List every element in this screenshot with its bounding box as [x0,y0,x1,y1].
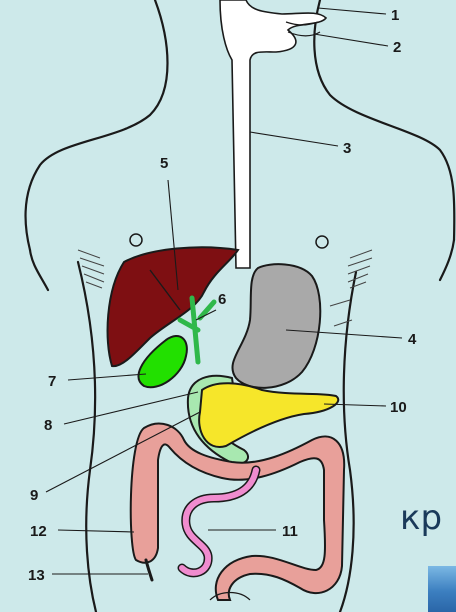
label-8: 8 [44,417,52,434]
label-4: 4 [408,331,417,348]
label-1: 1 [391,7,399,24]
label-10: 10 [390,399,407,416]
slide-decoration-stripe [428,566,456,612]
label-6: 6 [218,291,226,308]
label-12: 12 [30,523,47,540]
label-3: 3 [343,140,351,157]
label-13: 13 [28,567,45,584]
cropped-caption-text: кр [400,498,442,538]
left-nipple-mark [130,234,142,246]
gallbladder-shape [139,336,187,387]
leader-line-8 [64,392,198,424]
label-5: 5 [160,155,168,172]
esophagus-shape [220,0,326,268]
stomach-shape [232,264,320,388]
leader-line-2 [314,34,388,46]
label-7: 7 [48,373,56,390]
leader-line-1 [318,8,386,14]
leader-line-7 [68,374,146,380]
label-9: 9 [30,487,38,504]
leader-line-12 [58,530,134,532]
leader-line-3 [250,132,338,146]
label-11: 11 [282,523,298,540]
right-nipple-mark [316,236,328,248]
label-2: 2 [393,39,401,56]
